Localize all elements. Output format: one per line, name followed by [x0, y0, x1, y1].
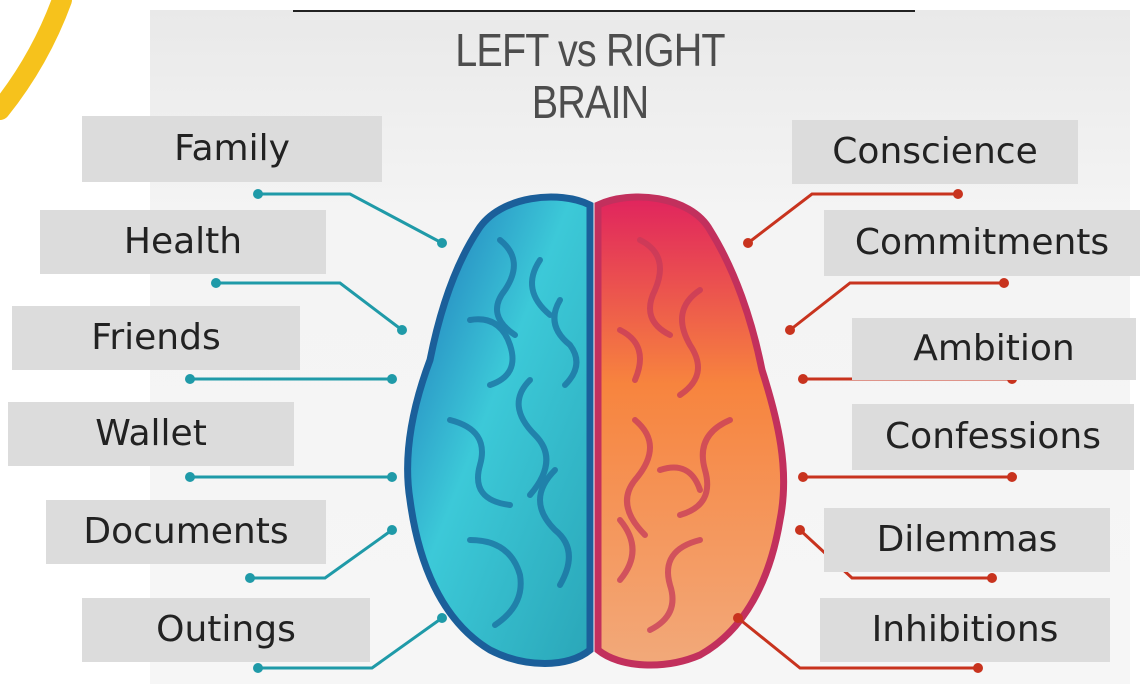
left-connector-4 [185, 472, 397, 482]
left-connector-5 [245, 525, 397, 583]
right-connector-5 [795, 525, 997, 583]
right-connector-6 [733, 613, 983, 673]
left-connector-6 [253, 613, 447, 673]
label-outings: Outings [82, 598, 370, 662]
label-inhibitions: Inhibitions [820, 598, 1110, 662]
top-rule [293, 0, 915, 12]
page-title: LEFT vs RIGHT BRAIN [427, 24, 754, 128]
left-connector-2 [211, 278, 407, 335]
right-connectors [733, 189, 1017, 673]
right-hemisphere [594, 193, 788, 669]
right-connector-1 [743, 189, 963, 248]
left-hemisphere [404, 193, 594, 667]
label-documents: Documents [46, 500, 326, 564]
right-connector-2 [785, 278, 1009, 335]
label-wallet: Wallet [8, 402, 294, 466]
label-family: Family [82, 116, 382, 182]
label-ambition: Ambition [852, 318, 1136, 380]
left-connector-3 [185, 374, 397, 384]
title-line-2: BRAIN [531, 76, 649, 128]
label-health: Health [40, 210, 326, 274]
label-confessions: Confessions [852, 404, 1134, 470]
label-dilemmas: Dilemmas [824, 508, 1110, 572]
left-connectors [185, 189, 447, 673]
left-connector-1 [253, 189, 447, 248]
title-line-1: LEFT vs RIGHT [455, 24, 725, 76]
label-conscience: Conscience [792, 120, 1078, 184]
label-commitments: Commitments [824, 210, 1140, 276]
right-connector-4 [798, 472, 1017, 482]
label-friends: Friends [12, 306, 300, 370]
